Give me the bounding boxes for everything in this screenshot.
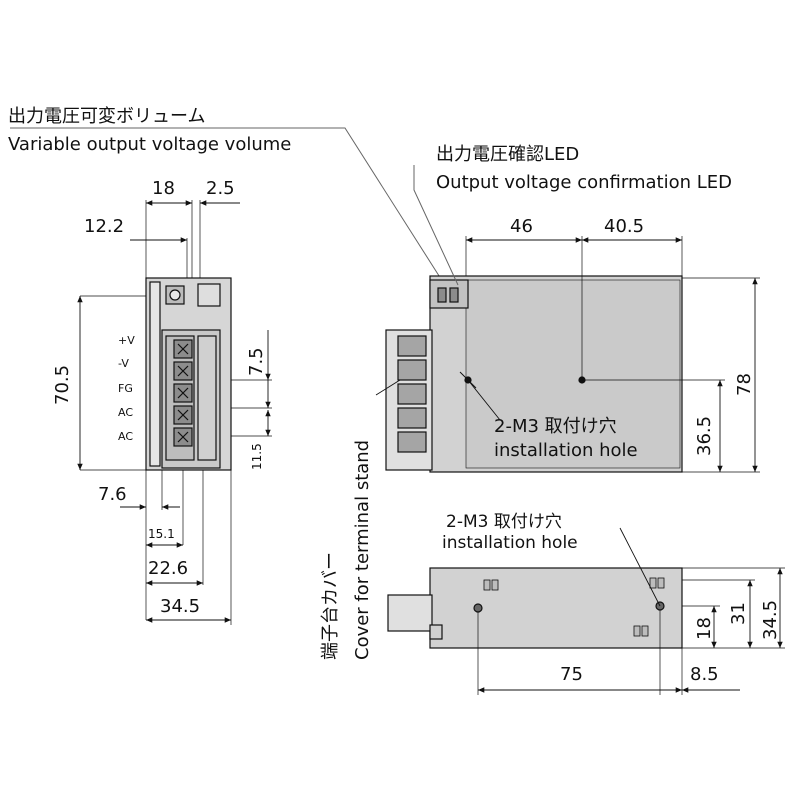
volume-callout-jp: 出力電圧可変ボリューム: [8, 106, 206, 127]
dim-34-5-bottom: 34.5: [760, 599, 781, 640]
dim-31: 31: [728, 602, 749, 625]
terminal-label-plus-v: +V: [118, 334, 135, 347]
bottom-view: [387, 567, 785, 695]
front-hole-callout-jp: 2-M3 取付け穴: [494, 416, 617, 437]
bottom-terminal-stub: [387, 594, 433, 632]
terminal-label-fg: FG: [118, 382, 133, 395]
led-leader: [413, 165, 459, 286]
dim-40-5: 40.5: [604, 216, 645, 237]
cover-leader: [375, 379, 401, 396]
dim-2-5: 2.5: [206, 178, 235, 199]
cover-callout-en: Cover for terminal stand: [352, 439, 373, 660]
dim-75: 75: [560, 664, 583, 685]
dim-46: 46: [510, 216, 533, 237]
dim-22-6: 22.6: [148, 558, 189, 579]
front-hole-leader: [467, 379, 501, 421]
led-housing: [429, 279, 469, 309]
dim-8-5: 8.5: [690, 664, 719, 685]
terminal-label-minus-v: -V: [118, 357, 129, 370]
dim-7-5: 7.5: [246, 347, 267, 376]
dim-12-2: 12.2: [84, 216, 125, 237]
dim-11-5: 11.5: [250, 443, 264, 470]
front-view: [385, 236, 760, 473]
dim-18-bottom: 18: [694, 617, 715, 640]
dim-18: 18: [152, 178, 175, 199]
side-view: [77, 200, 272, 625]
dim-34-5-side: 34.5: [160, 596, 201, 617]
dim-78: 78: [734, 373, 755, 396]
led-callout-en: Output voltage confirmation LED: [436, 172, 732, 193]
cover-callout-jp: 端子台カバー: [320, 552, 341, 660]
volume-callout-en: Variable output voltage volume: [8, 134, 292, 155]
bottom-hole-1: [473, 603, 483, 613]
bottom-hole-callout-jp: 2-M3 取付け穴: [446, 512, 562, 532]
dim-36-5: 36.5: [694, 415, 715, 456]
bottom-hole-leader: [619, 527, 661, 607]
volume-leader: [10, 127, 449, 291]
bottom-hole-callout-en: installation hole: [442, 533, 578, 553]
dim-7-6: 7.6: [98, 484, 127, 505]
dim-70-5: 70.5: [52, 364, 73, 405]
led-callout-jp: 出力電圧確認LED: [436, 144, 580, 165]
terminal-label-ac-1: AC: [118, 406, 134, 419]
terminal-label-ac-2: AC: [118, 430, 134, 443]
dim-15-1: 15.1: [148, 527, 175, 541]
front-hole-callout-en: installation hole: [494, 440, 638, 461]
